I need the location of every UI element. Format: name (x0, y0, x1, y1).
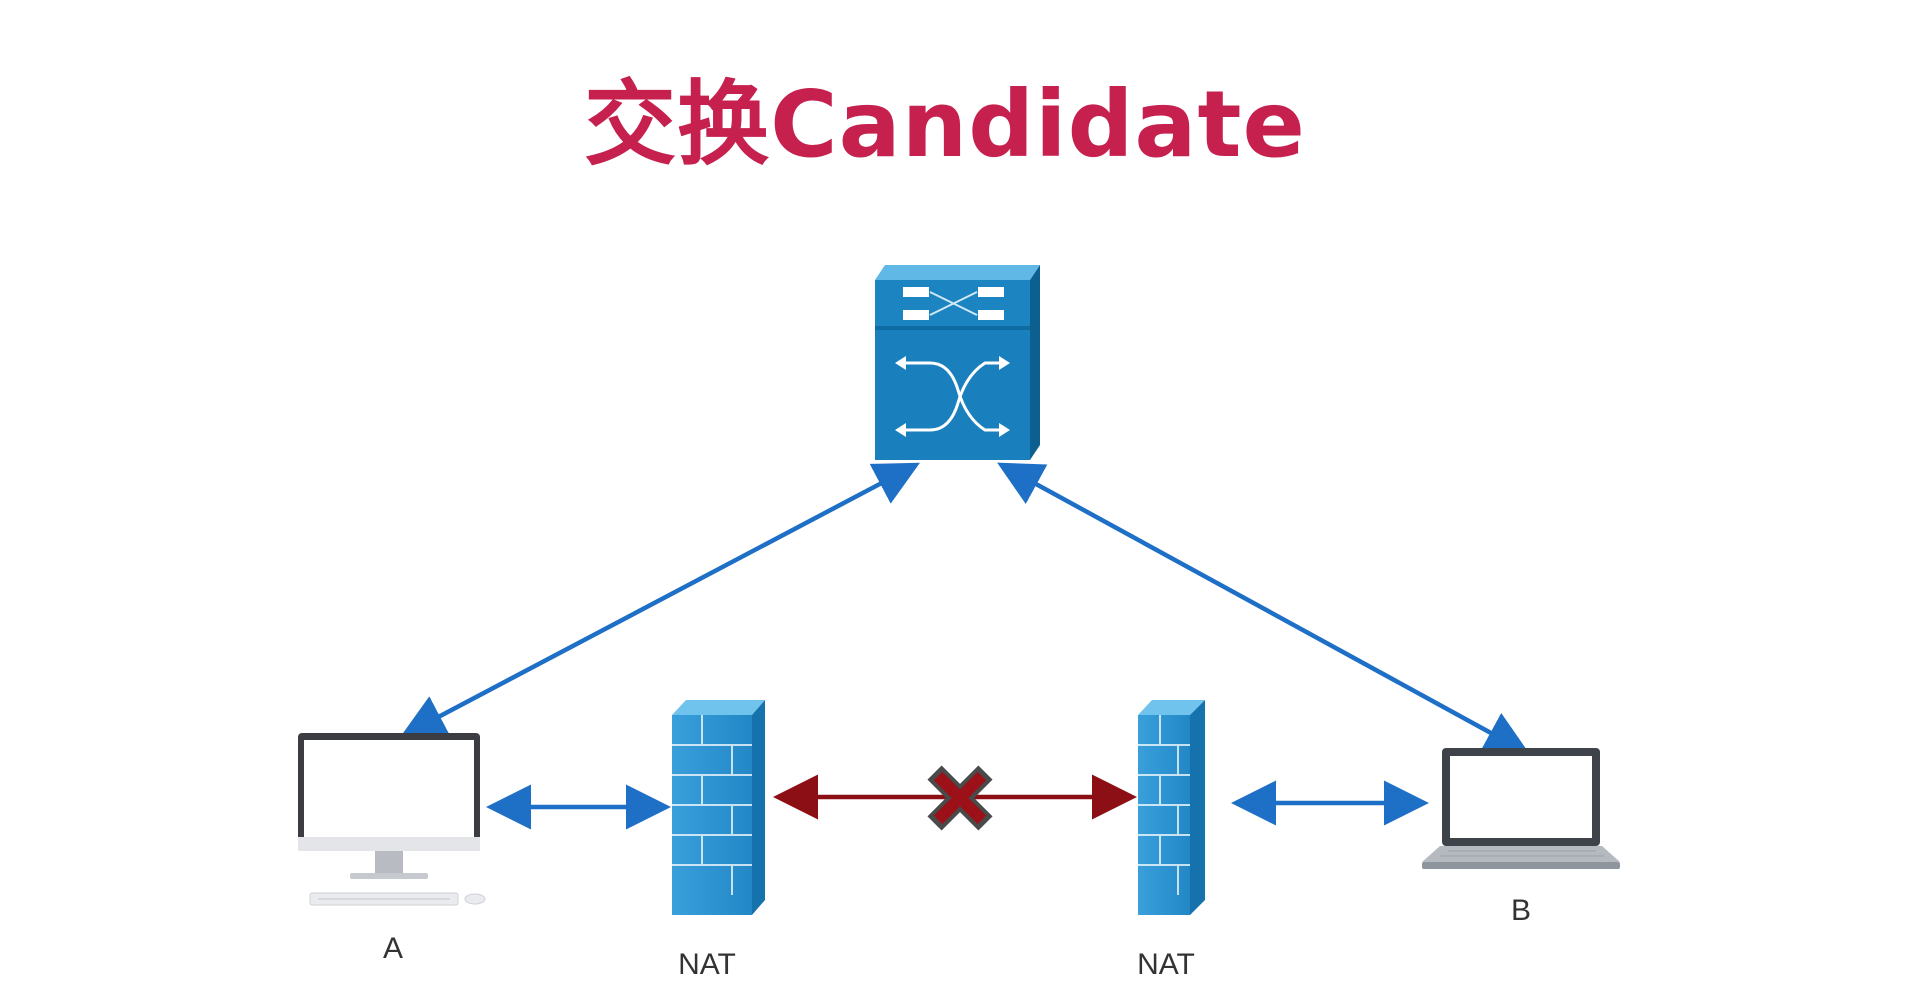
switch-icon (875, 265, 1040, 460)
page-title: 交换Candidate (584, 71, 1306, 178)
firewall-icon (672, 700, 765, 915)
laptop-icon (1422, 748, 1620, 869)
desktop-computer-icon (298, 733, 486, 906)
node-label-a: A (382, 932, 403, 965)
node-label-b: B (1510, 894, 1531, 927)
node-label-nat-right: NAT (1137, 948, 1195, 981)
firewall-icon (1138, 700, 1205, 915)
link-server-to-a (400, 462, 920, 738)
x-mark-icon (927, 765, 993, 831)
node-label-nat-left: NAT (678, 948, 736, 981)
link-server-to-b (997, 462, 1530, 755)
